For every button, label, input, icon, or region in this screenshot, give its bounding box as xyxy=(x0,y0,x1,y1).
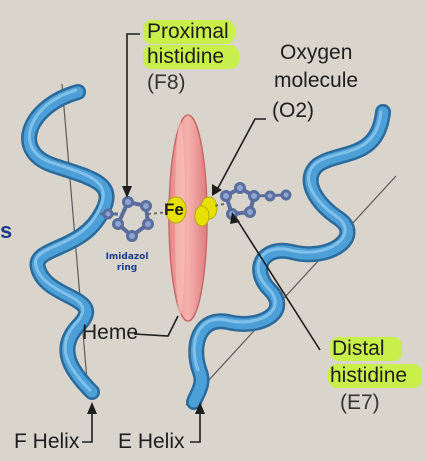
e-helix-label: E Helix xyxy=(118,431,185,453)
imidazol-word: Imidazol xyxy=(96,252,158,263)
distal-histidine-ring xyxy=(214,184,290,219)
f-helix-tube xyxy=(29,90,106,392)
proximal-histidine-label-1: Proximal xyxy=(147,21,229,43)
distal-histidine-code: (E7) xyxy=(340,392,380,414)
distal-histidine-label-2: histidine xyxy=(330,365,407,387)
oxygen-label-1: Oxygen xyxy=(280,42,352,64)
oxygen-code: (O2) xyxy=(272,100,314,122)
heme-label: Heme xyxy=(82,322,138,344)
edge-fragment-mark: s xyxy=(0,218,12,244)
proximal-histidine-label-2: histidine xyxy=(147,46,224,68)
imidazol-ring-label: Imidazol ring xyxy=(96,252,158,274)
f-helix-label: F Helix xyxy=(14,431,79,453)
ring-word: ring xyxy=(96,263,158,274)
oxygen-label-2: molecule xyxy=(274,70,358,92)
iron-label: Fe xyxy=(164,200,184,220)
distal-histidine-label-1: Distal xyxy=(332,338,385,360)
proximal-histidine-code: (F8) xyxy=(147,72,186,94)
